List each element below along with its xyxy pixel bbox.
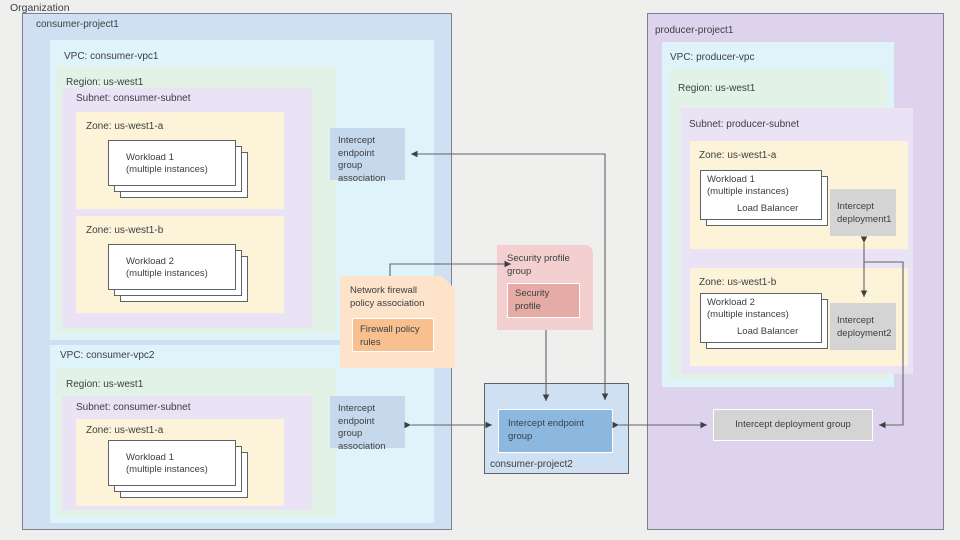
intercept-endpoint-group-label: Intercept endpoint group [508,418,585,442]
intercept-deployment2-label: Intercept deployment2 [837,315,892,339]
consumer-vpc1-region-label: Region: us-west1 [66,77,144,88]
producer-subnet-label: Subnet: producer-subnet [689,119,800,130]
consumer-subnet2-label: Subnet: consumer-subnet [76,402,191,413]
security-profile-label: Security profile [515,288,550,312]
zone-us-west1-a-consumer1-label: Zone: us-west1-a [86,121,164,132]
workload-1-c2-line2: (multiple instances) [126,464,208,475]
producer-workload-1-line2: (multiple instances) [707,186,789,197]
workload-card-front [108,440,236,486]
intercept-endpoint-group-association-top[interactable]: Intercept endpoint group association [330,128,405,184]
producer-region-label: Region: us-west1 [678,83,756,94]
workload-stack-2-c1: Workload 2 (multiple instances) [108,244,248,302]
organization-label: Organization [10,2,70,14]
security-profile[interactable]: Security profile [507,283,580,318]
consumer-project1-label: consumer-project1 [36,19,119,30]
workload-1-line2: (multiple instances) [126,164,208,175]
intercept-endpoint-group-association-top-label: Intercept endpoint group association [338,135,386,184]
workload-stack-1-producer: Workload 1 (multiple instances) Load Bal… [700,170,835,232]
zone-us-west1-b-consumer1-label: Zone: us-west1-b [86,225,164,236]
intercept-deployment2[interactable]: Intercept deployment2 [830,303,896,350]
producer-workload-1-load-balancer: Load Balancer [737,203,799,214]
workload-1-line1: Workload 1 [126,152,174,163]
workload-2-line1: Workload 2 [126,256,174,267]
intercept-deployment1-label: Intercept deployment1 [837,201,892,225]
workload-stack-2-producer: Workload 2 (multiple instances) Load Bal… [700,293,835,355]
consumer-vpc2-region-label: Region: us-west1 [66,379,144,390]
workload-2-line2: (multiple instances) [126,268,208,279]
producer-workload-2-line2: (multiple instances) [707,309,789,320]
workload-card-front [108,244,236,290]
zone-us-west1-a-producer-label: Zone: us-west1-a [699,150,777,161]
producer-project1-label: producer-project1 [655,25,734,36]
intercept-endpoint-group-association-bottom[interactable]: Intercept endpoint group association [330,396,405,452]
intercept-endpoint-group-association-bottom-label: Intercept endpoint group association [338,403,386,452]
consumer-vpc1-label: VPC: consumer-vpc1 [64,51,159,62]
intercept-endpoint-group[interactable]: Intercept endpoint group [498,409,613,453]
zone-us-west1-b-producer-label: Zone: us-west1-b [699,277,777,288]
intercept-deployment-group-label: Intercept deployment group [735,418,851,430]
workload-stack-1-c1: Workload 1 (multiple instances) [108,140,248,198]
workload-1-c2-line1: Workload 1 [126,452,174,463]
producer-workload-1-line1: Workload 1 [707,174,755,185]
network-firewall-policy-association-label: Network firewall policy association [350,285,425,309]
intercept-deployment1[interactable]: Intercept deployment1 [830,189,896,236]
producer-vpc-label: VPC: producer-vpc [670,52,755,63]
firewall-policy-rules[interactable]: Firewall policy rules [352,318,434,352]
workload-card-front [700,293,822,343]
producer-workload-2-line1: Workload 2 [707,297,755,308]
workload-stack-1-c2: Workload 1 (multiple instances) [108,440,248,498]
intercept-deployment-group[interactable]: Intercept deployment group [713,409,873,441]
consumer-subnet1-label: Subnet: consumer-subnet [76,93,191,104]
consumer-vpc2-label: VPC: consumer-vpc2 [60,350,155,361]
workload-card-front [108,140,236,186]
zone-us-west1-a-consumer2-label: Zone: us-west1-a [86,425,164,436]
producer-workload-2-load-balancer: Load Balancer [737,326,799,337]
consumer-project2-label: consumer-project2 [490,459,573,470]
workload-card-front [700,170,822,220]
firewall-policy-rules-label: Firewall policy rules [360,324,420,348]
